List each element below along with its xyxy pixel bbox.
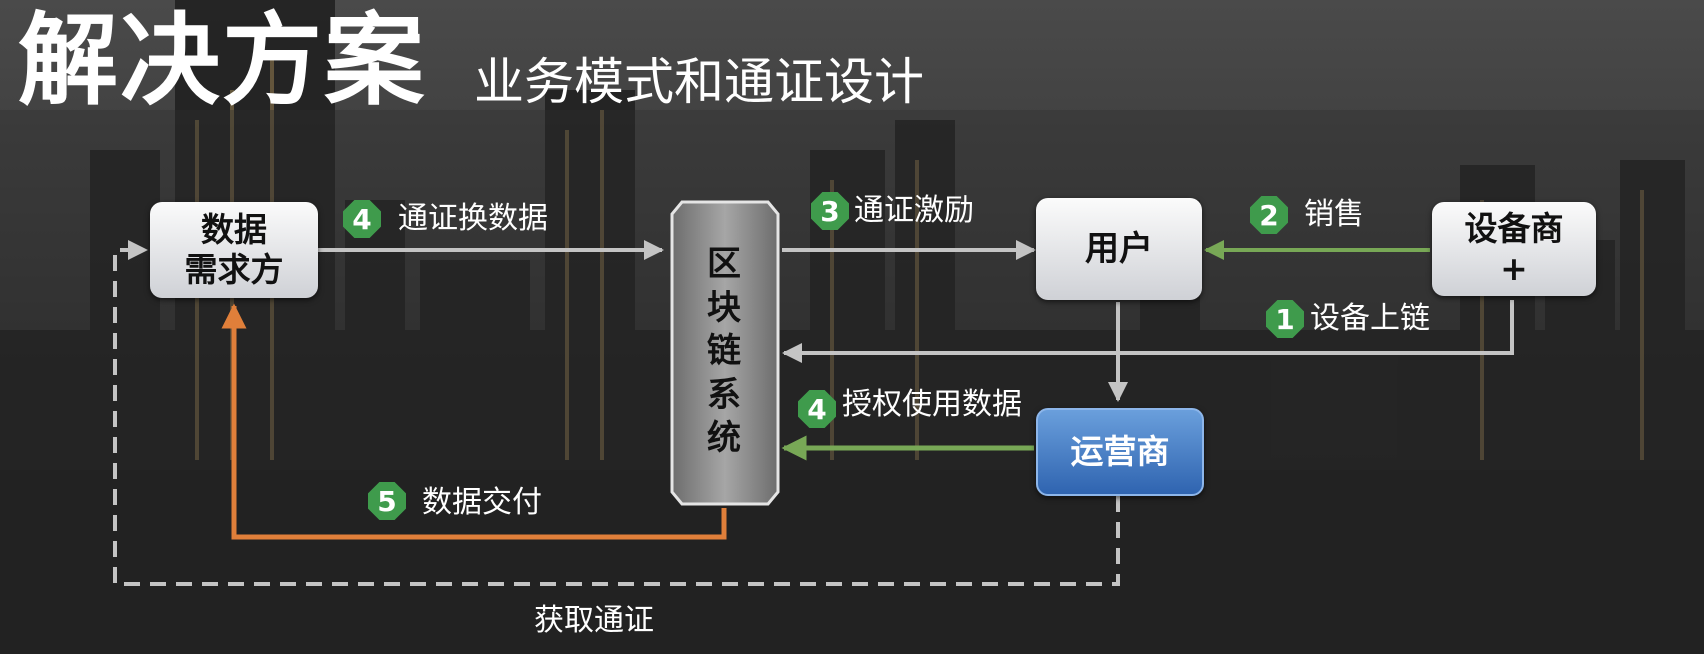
device-vendor-node: 设备商 + [1432, 202, 1596, 296]
device-onchain-arrow [782, 300, 1514, 363]
user-node: 用户 [1036, 198, 1202, 300]
device-onchain-label: 设备上链 [1310, 301, 1430, 336]
operator-label: 运营商 [1070, 432, 1170, 472]
data-demander-line1: 数据 [201, 210, 267, 250]
blockchain-char-1: 区 [707, 244, 741, 285]
device-vendor-line2: + [1500, 249, 1528, 288]
water-area [0, 470, 1704, 654]
city-skyline-image [0, 0, 1704, 480]
data-delivery-label: 数据交付 [422, 485, 542, 520]
step-badge-authorize-data: 4 [798, 390, 836, 428]
sales-label: 销售 [1304, 197, 1364, 232]
operator-node: 运营商 [1036, 408, 1204, 496]
blockchain-char-3: 链 [707, 331, 741, 372]
step-badge-token-incentive: 3 [811, 192, 849, 230]
step-badge-token-exchange: 4 [343, 200, 381, 238]
data-demander-line2: 需求方 [184, 250, 284, 289]
blockchain-char-5: 统 [707, 418, 741, 459]
blockchain-char-4: 系 [707, 374, 741, 415]
get-token-label: 获取通证 [534, 603, 654, 638]
data-demander-node: 数据 需求方 [150, 202, 318, 298]
page-title: 解决方案 [18, 2, 426, 119]
user-label: 用户 [1085, 228, 1153, 269]
data-delivery-arrow [221, 303, 727, 540]
step-badge-data-delivery: 5 [368, 482, 406, 520]
authorize-data-label: 授权使用数据 [842, 387, 1022, 422]
blockchain-system-shape [670, 200, 780, 506]
blockchain-char-2: 块 [707, 287, 741, 328]
token-exchange-label: 通证换数据 [398, 201, 548, 236]
get-token-dashed-connector [113, 240, 1120, 586]
token-incentive-label: 通证激励 [854, 193, 974, 228]
step-badge-sales: 2 [1250, 196, 1288, 234]
blockchain-system-node: 区 块 链 系 统 [668, 200, 780, 504]
device-vendor-line1: 设备商 [1464, 209, 1564, 249]
step-badge-device-onchain: 1 [1266, 300, 1304, 338]
page-subtitle: 业务模式和通证设计 [474, 53, 924, 111]
content-overlay [0, 110, 1704, 654]
